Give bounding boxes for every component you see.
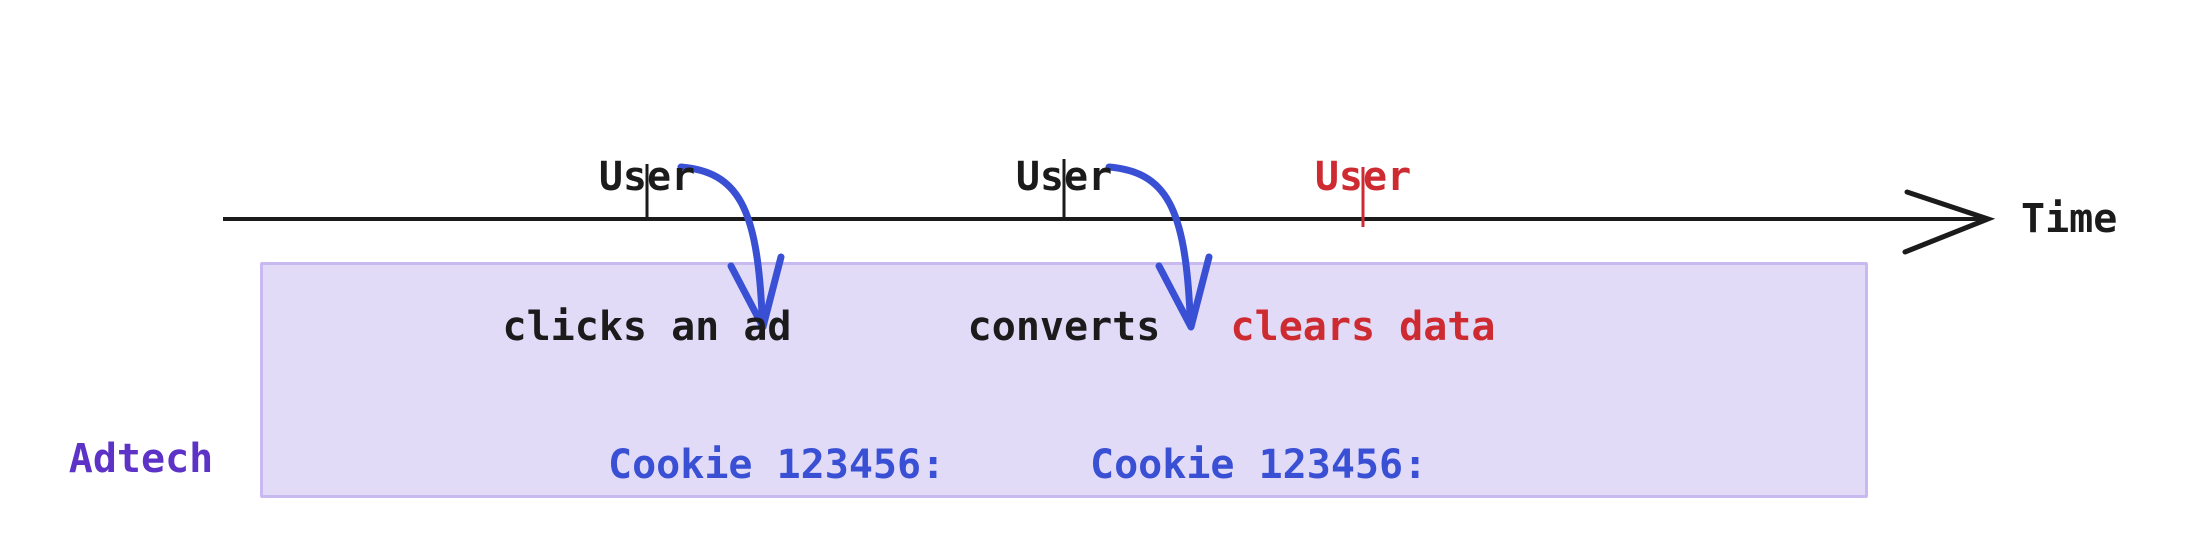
event-label-user-clears-data: User clears data (1231, 52, 1496, 452)
event-label-user-converts: User converts (968, 52, 1161, 452)
event-label-user-clicks: User clicks an ad (503, 52, 792, 452)
time-axis-label: Time (2021, 196, 2118, 242)
connector-arrowhead-converted-icon (1155, 253, 1213, 331)
adtech-server-label: Adtech server (69, 332, 214, 534)
cookie-record-converted: Cookie 123456: Converted (1090, 343, 1427, 534)
event-label-line: User (1314, 154, 1412, 200)
adtech-server-box (260, 262, 1868, 498)
cookie-record-ad-clicked: Cookie 123456: Ad clicked (608, 343, 945, 534)
event-label-line: User (1015, 154, 1113, 200)
event-label-line: clears data (1230, 304, 1496, 350)
connector-arrow-ad-clicked (677, 163, 766, 318)
connector-arrowhead-ad-clicked-icon (727, 253, 785, 331)
cookie-record-line: Cookie 123456: (1090, 442, 1428, 488)
connector-arrow-converted (1105, 163, 1194, 318)
event-label-line: clicks an ad (502, 304, 792, 350)
event-label-line: converts (967, 304, 1161, 350)
cookie-record-line: Cookie 123456: (608, 442, 946, 488)
server-label-line: Adtech (68, 436, 214, 482)
timeline-arrowhead-icon (1902, 189, 1996, 255)
event-label-line: User (598, 154, 696, 200)
